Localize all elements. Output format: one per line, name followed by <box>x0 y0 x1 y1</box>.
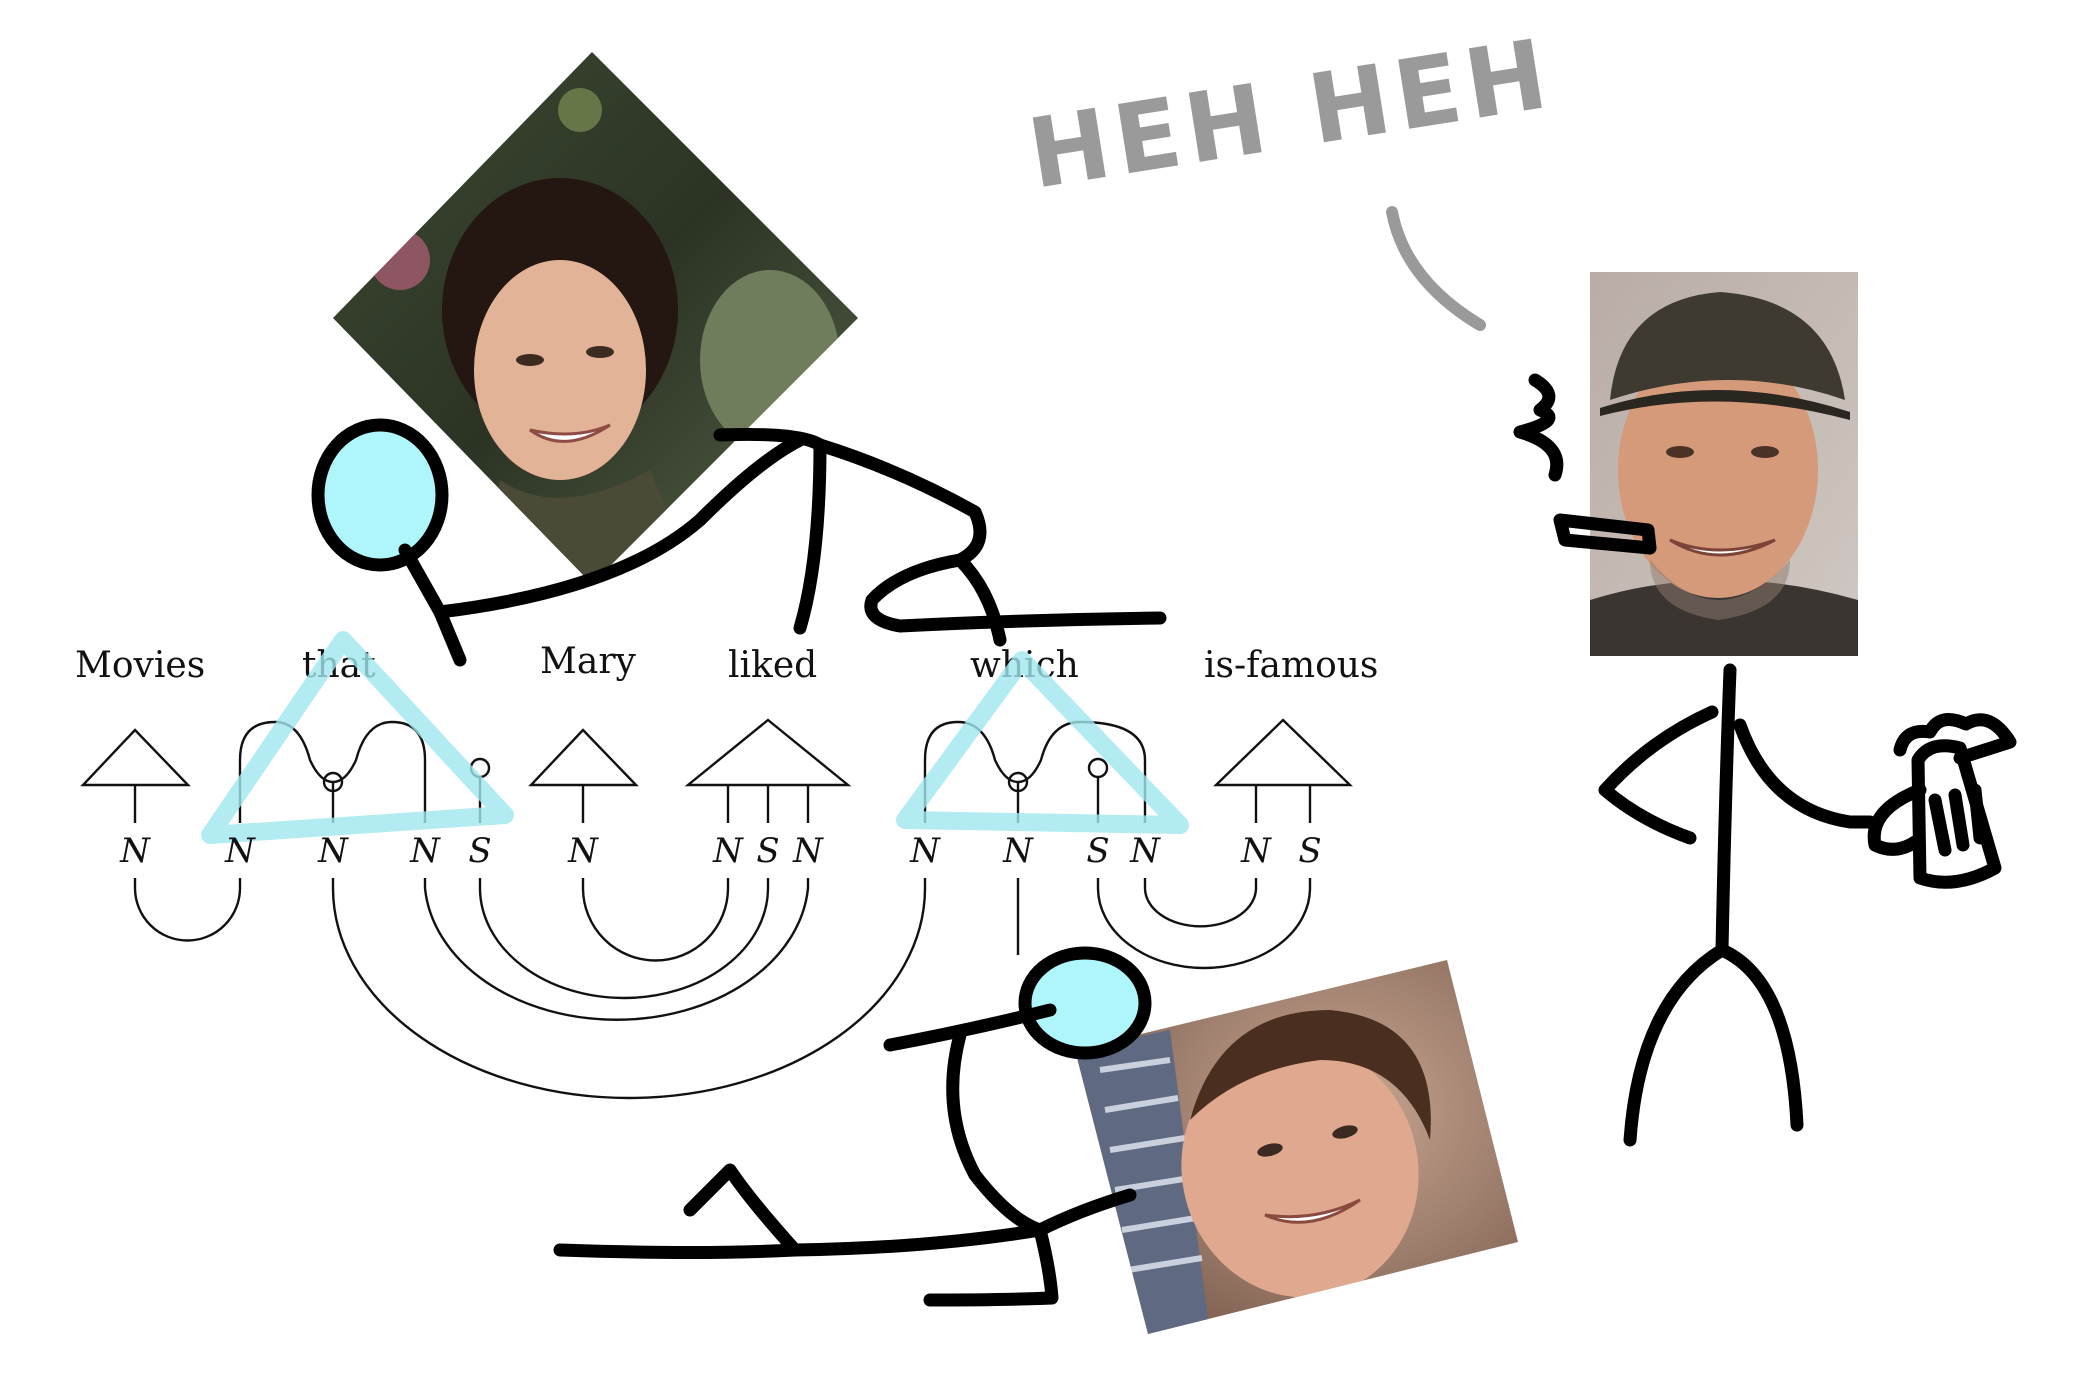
type-s-5: S <box>468 831 491 871</box>
type-n-7: N <box>712 831 744 871</box>
type-n-1: N <box>119 831 151 871</box>
type-s-12: S <box>1086 831 1109 871</box>
type-n-3: N <box>317 831 349 871</box>
highlight-that <box>201 631 514 844</box>
box-mary <box>528 728 639 787</box>
type-s-15: S <box>1298 831 1321 871</box>
type-n-2: N <box>224 831 256 871</box>
word-mary: Mary <box>540 641 637 682</box>
stick-head-woman <box>311 418 449 572</box>
string-diagram: Movies that Mary liked which is-famous <box>75 631 1378 1100</box>
cups <box>133 878 1312 1100</box>
stick-head-crawler <box>1018 946 1152 1060</box>
box-is-famous <box>1213 718 1353 787</box>
word-liked: liked <box>728 645 817 686</box>
word-movies: Movies <box>75 645 205 686</box>
type-n-13: N <box>1129 831 1161 871</box>
stick-figure-standing <box>1513 373 2017 1147</box>
type-n-4: N <box>409 831 441 871</box>
type-n-14: N <box>1240 831 1272 871</box>
type-n-9: N <box>792 831 824 871</box>
beer-mug-icon <box>1867 713 2017 889</box>
box-liked <box>684 718 852 787</box>
speech-tick <box>1386 206 1486 331</box>
stick-figure-crawler <box>553 946 1152 1307</box>
type-n-6: N <box>567 831 599 871</box>
type-n-10: N <box>909 831 941 871</box>
type-s-8: S <box>756 831 779 871</box>
type-n-11: N <box>1002 831 1034 871</box>
word-is-famous: is-famous <box>1204 645 1378 686</box>
highlight-which <box>896 651 1189 834</box>
stick-figure-woman <box>311 418 1167 667</box>
box-movies <box>80 728 191 787</box>
heh-caption: HEH HEH <box>1021 18 1560 211</box>
capped-man-photo <box>1590 272 1858 656</box>
